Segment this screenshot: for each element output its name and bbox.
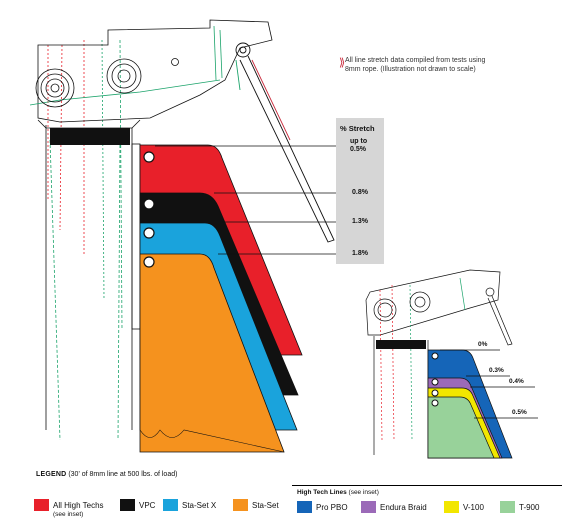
scale-note: All line stretch data compiled from test… (345, 57, 486, 73)
legend-swatch-vpc (120, 499, 135, 511)
legend-swatch-sta-set (233, 499, 248, 511)
legend-title-rest: (30' of 8mm line at 500 lbs. of load) (68, 471, 178, 478)
legend-label-vpc: VPC (139, 501, 156, 510)
stretch-panel-title: % Stretch (340, 124, 375, 133)
legend-label-t900: T-900 (519, 503, 540, 512)
note-marker: ⟫ (339, 57, 346, 69)
stretch-bands-main (139, 144, 303, 453)
hull-band (50, 128, 130, 145)
legend-swatch-sta-set-x (163, 499, 178, 511)
high-tech-title-rest: (see inset) (348, 489, 379, 496)
deck-fitting (171, 58, 179, 66)
stretch-label-sta-set: 1.8% (352, 250, 368, 257)
inset-label-endura-braid: 0.3% (489, 367, 504, 374)
stretch-label-sta-set-x: 1.3% (352, 218, 368, 225)
legend-label-pro-pbo: Pro PBO (316, 503, 348, 512)
legend-label-all-high-techs: All High Techs (53, 501, 104, 510)
stretch-label-vpc: 0.8% (352, 189, 368, 196)
legend-title: LEGEND (30' of 8mm line at 500 lbs. of l… (36, 471, 177, 478)
legend-label-v100: V-100 (463, 503, 484, 512)
legend-sub-all-high-techs: (see inset) (53, 511, 84, 518)
legend-label-endura-braid: Endura Braid (380, 503, 427, 512)
stretch-panel (336, 118, 384, 264)
inset-label-pro-pbo: 0% (478, 341, 488, 348)
high-tech-divider (292, 485, 562, 486)
stretch-label-high-tech: up to 0.5% (350, 138, 368, 153)
mast-slot (131, 143, 141, 330)
legend-label-sta-set-x: Sta-Set X (182, 501, 217, 510)
inset-hull-band (376, 340, 426, 349)
legend-swatch-pro-pbo (297, 501, 312, 513)
legend-swatch-t900 (500, 501, 515, 513)
inset-label-t900: 0.5% (512, 409, 527, 416)
legend-swatch-v100 (444, 501, 459, 513)
stretch-bands-inset (427, 349, 513, 459)
legend-swatch-endura-braid (361, 501, 376, 513)
leader-lines-main (155, 145, 346, 255)
inset-label-v100: 0.4% (509, 378, 524, 385)
winch-left (35, 68, 75, 108)
winch-right (106, 58, 142, 94)
legend-label-sta-set: Sta-Set (252, 501, 279, 510)
legend-title-bold: LEGEND (36, 471, 67, 478)
clutch-arm (235, 42, 335, 243)
legend-swatch-all-high-techs (34, 499, 49, 511)
high-tech-title-bold: High Tech Lines (297, 489, 347, 496)
leader-lines-inset (440, 349, 538, 419)
high-tech-title: High Tech Lines (see inset) (297, 489, 379, 496)
